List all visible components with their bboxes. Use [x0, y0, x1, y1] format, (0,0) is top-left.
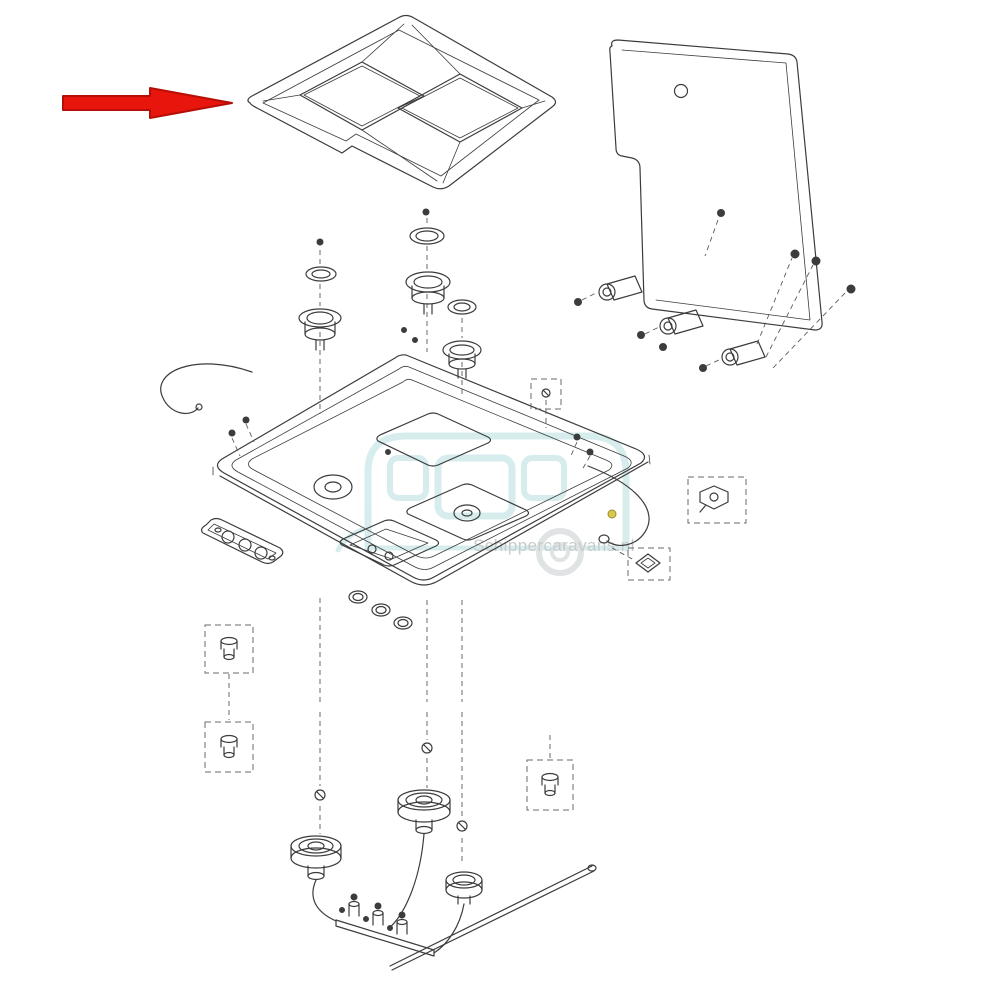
- lid-hole: [673, 83, 689, 99]
- pan-support-grid: [247, 14, 557, 190]
- dashed-box-screw: [530, 378, 562, 410]
- burner-cap-row: [348, 590, 413, 630]
- alignment-lines: [228, 218, 635, 864]
- dashed-box-diamond: [627, 547, 671, 581]
- gas-valve: [387, 911, 408, 935]
- dashed-box-bracket: [687, 476, 747, 524]
- burner-hole-left: [313, 474, 353, 500]
- burner-jets: [314, 742, 468, 832]
- burner-assemblies-top: [298, 208, 482, 379]
- burner-venturi-right: [445, 871, 483, 905]
- hinge-screws-right: [790, 249, 856, 294]
- gas-valve: [339, 893, 360, 917]
- pointer-arrow: [62, 87, 233, 119]
- gas-pipes: [312, 833, 597, 971]
- arrow-icon: [62, 87, 233, 119]
- burner-ring: [447, 299, 477, 315]
- watermark-caravan-window-right: [521, 455, 567, 501]
- grid-wire-diamond-left: [299, 61, 425, 131]
- watermark-caravan-window-left: [387, 455, 429, 501]
- burner-well-upper: [376, 412, 492, 467]
- burner-stack-left: [298, 238, 342, 351]
- watermark-caravan-body: [364, 432, 630, 552]
- tray-screw: [385, 449, 391, 455]
- burner-stack-right: [442, 299, 482, 379]
- knob-hole: [254, 546, 268, 560]
- grid-wire-diamond-right: [397, 73, 523, 143]
- control-panel-plate: [200, 517, 284, 565]
- burner-venturi-center: [397, 789, 451, 835]
- gas-manifold: [335, 893, 435, 957]
- aux-recess: [339, 519, 440, 567]
- watermark-caravan-hub: [550, 542, 570, 562]
- bottom-burner-assembly: [290, 789, 597, 971]
- dashed-box-jet-3: [526, 759, 574, 811]
- burner-body: [298, 308, 342, 328]
- hob-body: [212, 354, 651, 586]
- gas-valve: [363, 902, 384, 926]
- burner-ring: [305, 266, 337, 282]
- burner-venturi-left: [290, 835, 342, 881]
- watermark-text: Schippercaravans.nl: [473, 536, 635, 555]
- hob-rim-inner: [231, 365, 632, 570]
- hob-rim-outer: [216, 354, 646, 581]
- gas-hose-right: [587, 465, 650, 546]
- spare-part-boxes: [204, 378, 747, 811]
- watermark-caravan-wheel: [536, 528, 584, 576]
- hob-side-wall: [219, 461, 649, 586]
- knob-hole: [221, 530, 235, 544]
- dashed-box-jet-2: [204, 721, 254, 773]
- hose-fitting-yellow: [607, 509, 617, 519]
- hinge-assembly-1: [574, 275, 643, 306]
- burner-well-lower: [406, 483, 530, 541]
- lid-screw: [717, 209, 725, 217]
- hinge-assembly-3: [699, 340, 766, 372]
- watermark-caravan-door: [434, 454, 516, 520]
- burner-stack-center: [405, 208, 451, 315]
- hob-well-edge: [248, 378, 613, 559]
- glass-lid: [609, 39, 823, 331]
- burner-cap: [409, 227, 445, 245]
- watermark: Schippercaravans.nl: [335, 432, 635, 576]
- lid-hinges: [574, 219, 856, 372]
- ignition-cable: [160, 363, 253, 415]
- dashed-box-jet-1: [204, 624, 254, 674]
- knob-hole: [238, 538, 252, 552]
- hinge-assembly-2: [637, 309, 704, 351]
